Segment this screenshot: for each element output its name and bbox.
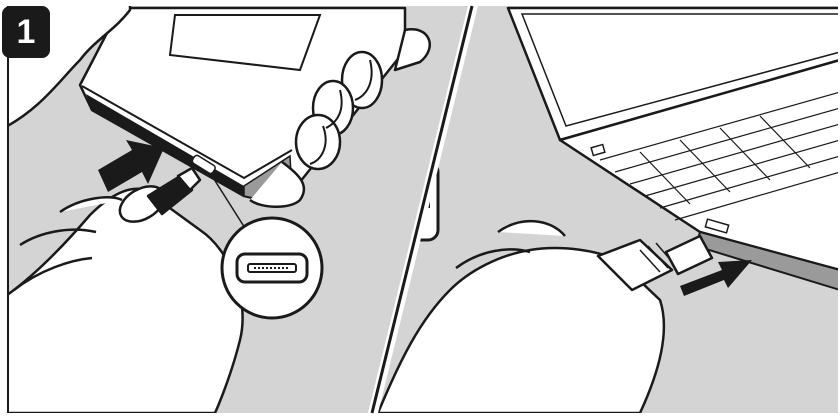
step-number: 1: [16, 13, 36, 51]
step-badge: 1: [2, 6, 50, 58]
insert-arrow-icon: [680, 260, 752, 296]
micro-usb-port-icon: [220, 216, 324, 320]
plug-hand: [8, 166, 244, 413]
left-panel: [8, 6, 468, 413]
insert-arrow-icon: [98, 140, 164, 192]
laptop-computer: [506, 6, 838, 292]
usb-plug-hand: [378, 219, 714, 413]
